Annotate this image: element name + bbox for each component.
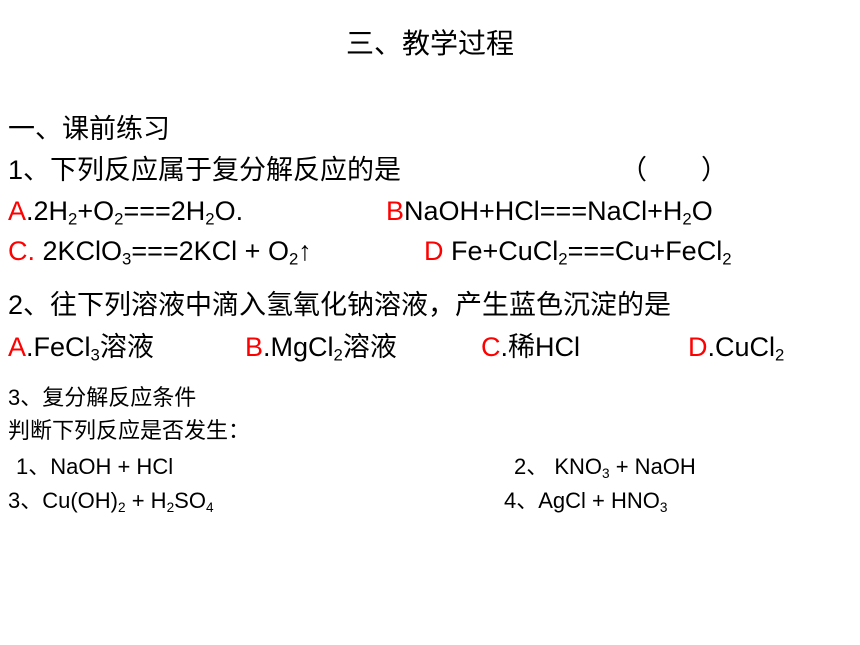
option-letter: A (8, 196, 27, 226)
q2-option-a: A.FeCl3溶液 (8, 332, 154, 365)
question-3-heading: 3、复分解反应条件 (8, 385, 197, 410)
q1-option-c: C. 2KClO3===2KCl + O2↑ (8, 236, 312, 269)
q2-option-d: D.CuCl2 (688, 332, 785, 365)
answer-blank: （ ） (620, 155, 728, 186)
q2-option-c: C.稀HCl (481, 332, 580, 362)
option-letter: B (245, 332, 264, 362)
q1-option-a: A.2H2+O2===2H2O. (8, 196, 244, 229)
q1-option-d: D Fe+CuCl2===Cu+FeCl2 (424, 236, 732, 269)
option-letter: C. (8, 236, 35, 266)
question-3-instruction: 判断下列反应是否发生： (8, 419, 251, 444)
question-1-text: 1、下列反应属于复分解反应的是 (8, 155, 402, 185)
slide-title: 三、教学过程 (345, 27, 514, 60)
reaction-1: 1、NaOH + HCl (16, 454, 174, 479)
option-letter: D (688, 332, 708, 362)
option-letter: C (481, 332, 501, 362)
option-letter: B (386, 196, 405, 226)
option-letter: D (424, 236, 444, 266)
reaction-4: 4、AgCl + HNO3 (504, 488, 668, 515)
section-heading: 一、课前练习 (8, 114, 170, 145)
reaction-3: 3、Cu(OH)2 + H2SO4 (8, 488, 214, 515)
option-letter: A (8, 332, 27, 362)
q2-option-b: B.MgCl2溶液 (245, 332, 397, 365)
q1-option-b: BNaOH+HCl===NaCl+H2O (386, 196, 713, 229)
question-2-text: 2、往下列溶液中滴入氢氧化钠溶液，产生蓝色沉淀的是 (8, 290, 672, 320)
reaction-2: 2、 KNO3 + NaOH (514, 454, 696, 481)
